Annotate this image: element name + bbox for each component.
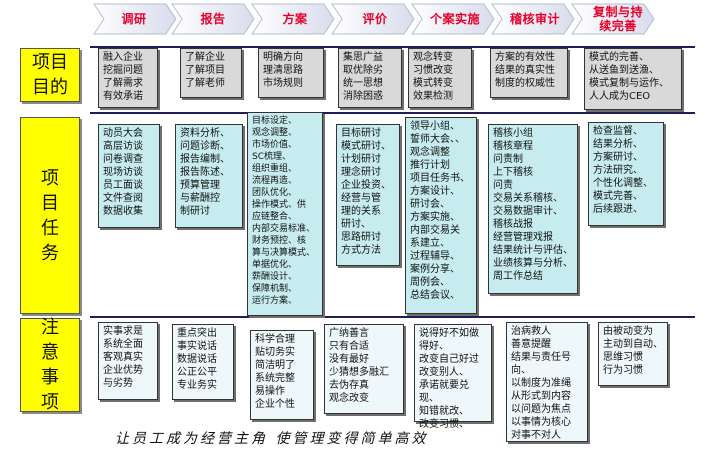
stage-chevron [251, 3, 335, 35]
notes-replication: 由被动变为 主动到自动、 思维习惯 行为习惯 [598, 322, 668, 386]
tasks-replication: 检查监督、 结果分析、 方案研讨、 方法研究、 个性化调整、 模式完善、 后续跟… [588, 122, 664, 226]
tasks-report: 资料分析、 问题诊断、 报告编制、 报告陈述、 预算管理 与薪酬控 制研讨 [175, 124, 243, 228]
row-divider [90, 46, 695, 48]
row-head-notes: 注 意 事 项 [20, 317, 80, 413]
purpose-implementation: 观念转变 习惯改变 模式转变 效果检测 [408, 48, 472, 108]
row-divider [90, 316, 695, 318]
row-head-purpose: 项目 目的 [20, 48, 80, 102]
stage-plan: 方案 [282, 12, 308, 26]
stage-evaluation: 评价 [362, 12, 388, 26]
notes-plan: 科学合理 贴切务实 简洁明了 系统完整 易操作 企业个性 [250, 330, 314, 420]
stage-chevron [171, 3, 255, 35]
tasks-audit: 稽核小组 稽核章程 问责制 上下稽核 问责 交易关系稽核、 交易数据审计、 稽核… [488, 124, 578, 294]
tasks-research: 动员大会 高层访谈 问卷调查 现场访谈 员工面谈 文件查阅 数据收集 [98, 124, 160, 228]
notes-implementation: 说得好不如做 得好、 改变自己好过 改变别人、 承诺就要兑现、 知错就改、 改变… [414, 324, 492, 430]
purpose-evaluation: 集思广益 取优除劣 统一思想 消除困惑 [338, 48, 402, 108]
stage-implementation: 个案实施 [429, 12, 480, 26]
stage-chevron [93, 3, 177, 35]
tasks-evaluation: 目标研讨 模式研讨、 计划研讨 理念研讨 企业投资、 经营与管 理的关系 研讨、… [336, 124, 400, 266]
purpose-report: 了解企业 了解项目 了解老师 [180, 48, 242, 98]
stage-report: 报告 [200, 12, 226, 26]
purpose-replication: 模式的完善、 从送鱼到送渔、 模式复制与运作、 人人成为CEO [584, 48, 682, 110]
stage-chevron [411, 3, 495, 35]
notes-report: 重点突出 事实说话 数据说话 公正公平 专业务实 [172, 324, 234, 400]
row-divider [90, 112, 695, 114]
stage-chevron [331, 3, 415, 35]
footer-slogan: 让员工成为经营主角 使管理变得简单高效 [115, 431, 429, 447]
stage-replication: 复制与持 续完善 [592, 5, 643, 33]
stage-research: 调研 [121, 12, 147, 26]
purpose-research: 融入企业 挖掘问题 了解需求 有效承诺 [98, 48, 158, 108]
tasks-implementation: 领导小组、 誓师大会、、 观念调整 推行计划 项目任务书、 方案设计、 研讨会、… [405, 117, 477, 314]
notes-evaluation: 广纳善言 只有合适 没有最好 少猜想多融汇 去伪存真 观念改变 [324, 324, 404, 414]
notes-audit: 治病救人 善意提醒 结果与责任号 向、 以制度为准绳 从形式到内容 以问题为焦点… [506, 322, 588, 442]
notes-research: 实事求是 系统全面 客观真实 企业优势 与劣势 [98, 322, 158, 400]
process-chevron-bar [93, 3, 655, 35]
stage-audit: 稽核审计 [509, 12, 560, 26]
tasks-plan: 目标设定、 观念调整、 市场价值、 SC梳理、 组织重组、 流程再造、 团队优化… [247, 112, 323, 316]
row-head-tasks: 项 目 任 务 [20, 117, 80, 314]
purpose-audit: 方案的有效性 结果的真实性 制度的权威性 [490, 48, 568, 98]
stage-chevron [571, 3, 655, 35]
stage-chevron [491, 3, 575, 35]
purpose-plan: 明确方向 理清思路 市场规则 [258, 48, 324, 98]
